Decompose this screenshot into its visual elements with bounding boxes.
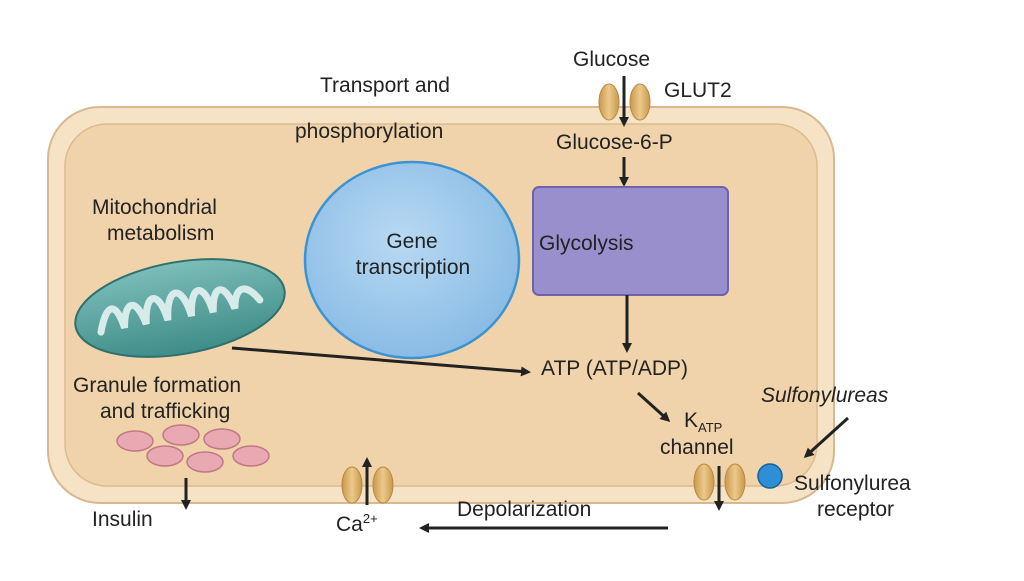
katp-channel: [693, 463, 746, 501]
gene-label-line2: transcription: [355, 256, 471, 279]
insulin-granules: [116, 424, 270, 473]
calcium-channel: [341, 466, 394, 504]
granule-label-line1: Granule formation: [73, 374, 242, 397]
katp-k: K: [684, 409, 699, 432]
glut2-label: GLUT2: [664, 79, 732, 102]
glucose-label: Glucose: [573, 48, 651, 71]
calcium-label: Ca2+: [336, 511, 378, 537]
katp-channel-label: channel: [660, 436, 734, 459]
katp-label: KATP: [684, 409, 722, 436]
transport-label-line2: phosphorylation: [295, 120, 444, 143]
insulin-label: Insulin: [92, 508, 153, 531]
calcium-symbol: Ca: [336, 513, 363, 536]
glycolysis-label: Glycolysis: [539, 232, 634, 255]
atp-label: ATP (ATP/ADP): [541, 357, 689, 380]
sulfonylurea-receptor-dot: [757, 463, 783, 489]
gene-label-line1: Gene: [386, 230, 438, 253]
atp-to-katp-arrow: [636, 391, 671, 423]
sulfonylurea-receptor-label-line1: Sulfonylurea: [794, 472, 911, 495]
mitochondrion: [74, 258, 286, 358]
calcium-charge: 2+: [362, 511, 378, 526]
nucleus: [303, 160, 521, 360]
sulfonylureas-label: Sulfonylureas: [761, 384, 889, 407]
glut2-transporter: [598, 83, 651, 121]
sulfonylurea-receptor-label-line2: receptor: [817, 498, 895, 521]
mito-to-atp-arrow: [231, 346, 531, 377]
depolarization-label: Depolarization: [457, 498, 592, 521]
glucose6p-label: Glucose-6-P: [556, 131, 673, 154]
katp-subscript: ATP: [698, 420, 723, 436]
glycolysis-box: [532, 186, 729, 296]
mitochondrial-label-line1: Mitochondrial: [92, 196, 217, 219]
sulfonylureas-arrow: [803, 416, 850, 459]
granule-label-line2: and trafficking: [100, 400, 231, 423]
mitochondrial-label-line2: metabolism: [107, 222, 215, 245]
transport-label-line1: Transport and: [320, 74, 450, 97]
